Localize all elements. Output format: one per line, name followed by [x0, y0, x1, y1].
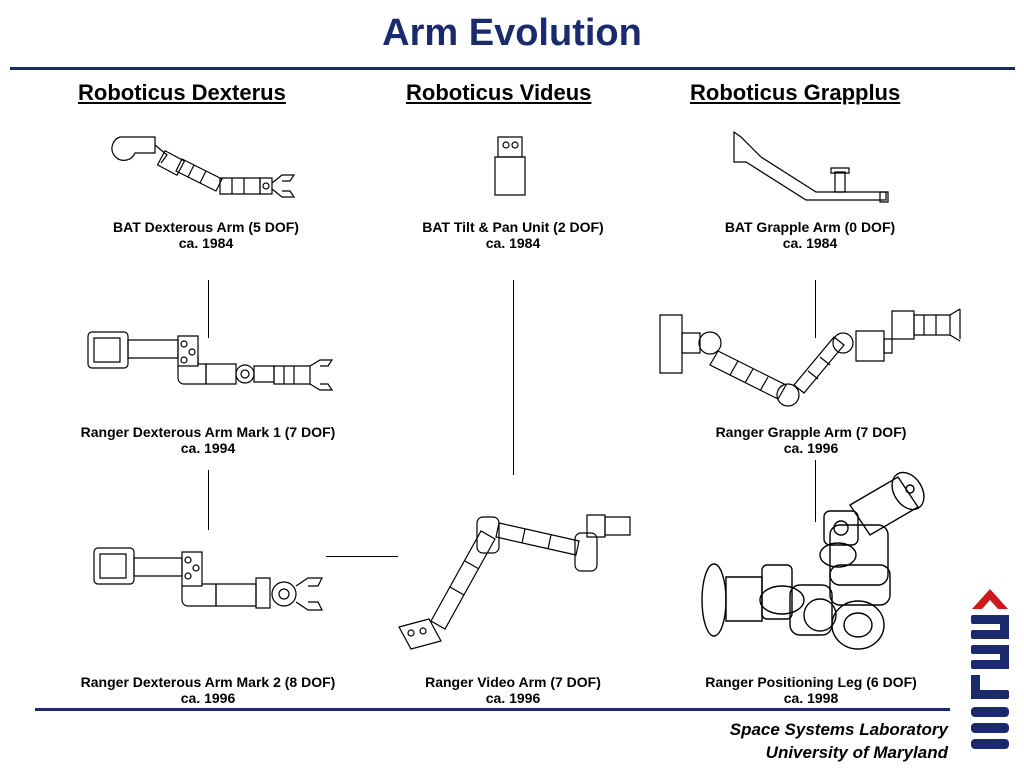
bat-grapple-arm-drawing	[730, 130, 895, 205]
ranger-video-arm-drawing	[395, 505, 635, 650]
ranger-positioning-leg-drawing	[690, 465, 940, 660]
footer-lab-name: Space Systems Laboratory	[729, 720, 948, 739]
caption-ranger-dex-mk1: Ranger Dexterous Arm Mark 1 (7 DOF) ca. …	[38, 424, 378, 456]
caption-date: ca. 1996	[485, 690, 541, 706]
ssl-logo	[971, 589, 1009, 749]
column-heading-videus: Roboticus Videus	[406, 80, 592, 105]
footer-university: University of Maryland	[765, 743, 948, 762]
caption-date: ca. 1996	[180, 690, 236, 706]
caption-bat-tilt-pan: BAT Tilt & Pan Unit (2 DOF) ca. 1984	[343, 219, 683, 251]
column-heading-grapplus: Roboticus Grapplus	[690, 80, 901, 105]
top-divider	[10, 67, 1015, 70]
caption-ranger-grapple: Ranger Grapple Arm (7 DOF) ca. 1996	[641, 424, 981, 456]
caption-date: ca. 1984	[485, 235, 541, 251]
caption-ranger-video: Ranger Video Arm (7 DOF) ca. 1996	[343, 674, 683, 706]
caption-date: ca. 1994	[180, 440, 236, 456]
caption-bat-dexterous: BAT Dexterous Arm (5 DOF) ca. 1984	[36, 219, 376, 251]
caption-date: ca. 1984	[782, 235, 838, 251]
bottom-divider	[35, 708, 950, 711]
caption-bat-grapple: BAT Grapple Arm (0 DOF) ca. 1984	[640, 219, 980, 251]
caption-date: ca. 1996	[783, 440, 839, 456]
bat-tilt-pan-unit-drawing	[490, 132, 530, 200]
caption-name: Ranger Dexterous Arm Mark 2 (8 DOF)	[80, 674, 336, 690]
lineage-line-dexterous-2	[208, 470, 209, 530]
caption-name: Ranger Positioning Leg (6 DOF)	[705, 674, 917, 690]
lineage-line-grapplus-2	[815, 460, 816, 522]
caption-name: Ranger Dexterous Arm Mark 1 (7 DOF)	[80, 424, 336, 440]
page-title: Arm Evolution	[382, 12, 642, 54]
column-heading-dexterus: Roboticus Dexterus	[78, 80, 286, 105]
ranger-dexterous-arm-mk2-drawing	[90, 540, 335, 615]
caption-name: Ranger Video Arm (7 DOF)	[425, 674, 601, 690]
caption-name: BAT Tilt & Pan Unit (2 DOF)	[422, 219, 604, 235]
caption-ranger-leg: Ranger Positioning Leg (6 DOF) ca. 1998	[641, 674, 981, 706]
caption-ranger-dex-mk2: Ranger Dexterous Arm Mark 2 (8 DOF) ca. …	[38, 674, 378, 706]
lineage-line-horizontal	[326, 556, 398, 557]
caption-name: BAT Grapple Arm (0 DOF)	[724, 219, 896, 235]
caption-date: ca. 1998	[783, 690, 839, 706]
bat-dexterous-arm-drawing	[110, 125, 305, 200]
ranger-dexterous-arm-mk1-drawing	[82, 322, 342, 392]
lineage-line-videus	[513, 280, 514, 475]
caption-name: Ranger Grapple Arm (7 DOF)	[715, 424, 907, 440]
caption-date: ca. 1984	[178, 235, 234, 251]
lineage-line-grapplus-1	[815, 280, 816, 338]
lineage-line-dexterous-1	[208, 280, 209, 338]
caption-name: BAT Dexterous Arm (5 DOF)	[113, 219, 299, 235]
ranger-grapple-arm-drawing	[658, 305, 970, 410]
